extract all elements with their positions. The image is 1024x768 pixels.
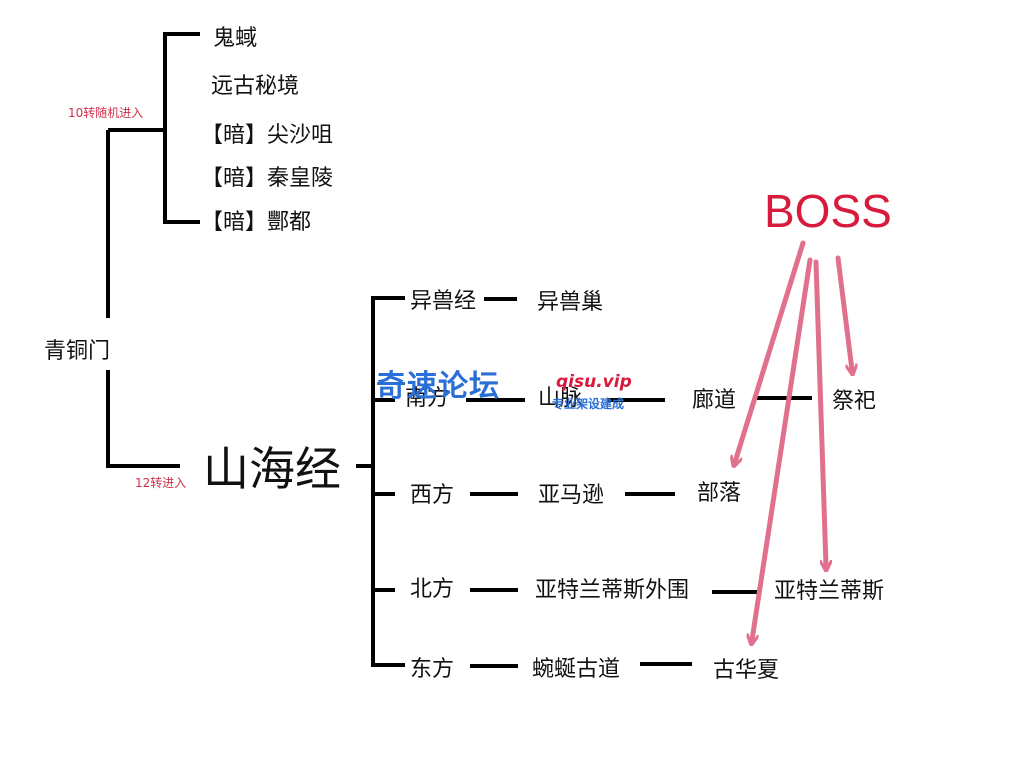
node-an-jianshazui: 【暗】尖沙咀 <box>201 123 334 148</box>
node-dongfang: 东方 <box>410 657 455 682</box>
node-shanmai: 山脉 <box>538 386 583 411</box>
node-yuangu-mijing: 远古秘境 <box>211 74 300 99</box>
node-wanyan-gudao: 蜿蜒古道 <box>532 657 621 682</box>
branch10-bracket <box>163 32 200 224</box>
watermark-sub: 专业架设建成 <box>552 397 625 411</box>
node-an-qinhuangling: 【暗】秦皇陵 <box>201 166 334 191</box>
boss-arrow-to-atlantis <box>813 259 826 566</box>
node-atlantis: 亚特兰蒂斯 <box>774 579 885 604</box>
branch12-label: 12转进入 <box>135 476 187 490</box>
boss-arrow-to-guhuaxia <box>752 257 813 640</box>
root-connector-lower <box>106 370 180 468</box>
node-nanfang: 南方 <box>405 386 450 411</box>
shanhaijing-title: 山海经 <box>203 442 341 496</box>
boss-arrow-to-buluo <box>735 240 806 462</box>
boss-arrow-to-jisi <box>835 255 852 370</box>
node-guiyu: 鬼蜮 <box>213 26 258 51</box>
node-jisi: 祭祀 <box>832 389 877 414</box>
node-buluo: 部落 <box>697 481 742 506</box>
branch10-label: 10转随机进入 <box>68 106 144 120</box>
node-beifang: 北方 <box>410 577 455 602</box>
watermark-domain: qisu.vip <box>556 372 632 392</box>
node-yamaxun: 亚马逊 <box>538 483 605 508</box>
node-langdao: 廊道 <box>692 388 737 413</box>
root-node: 青铜门 <box>44 339 111 364</box>
shj-bracket <box>371 296 405 667</box>
node-atlantis-outer: 亚特兰蒂斯外围 <box>535 578 690 603</box>
boss-label: BOSS <box>764 185 892 237</box>
node-guhuaxia: 古华夏 <box>713 658 780 683</box>
node-an-fengdu: 【暗】酆都 <box>201 210 312 235</box>
watermark-main: 奇速论坛 <box>376 369 500 404</box>
node-yishoujing: 异兽经 <box>410 289 477 314</box>
node-xifang: 西方 <box>410 483 455 508</box>
node-yishouchao: 异兽巢 <box>537 290 604 315</box>
